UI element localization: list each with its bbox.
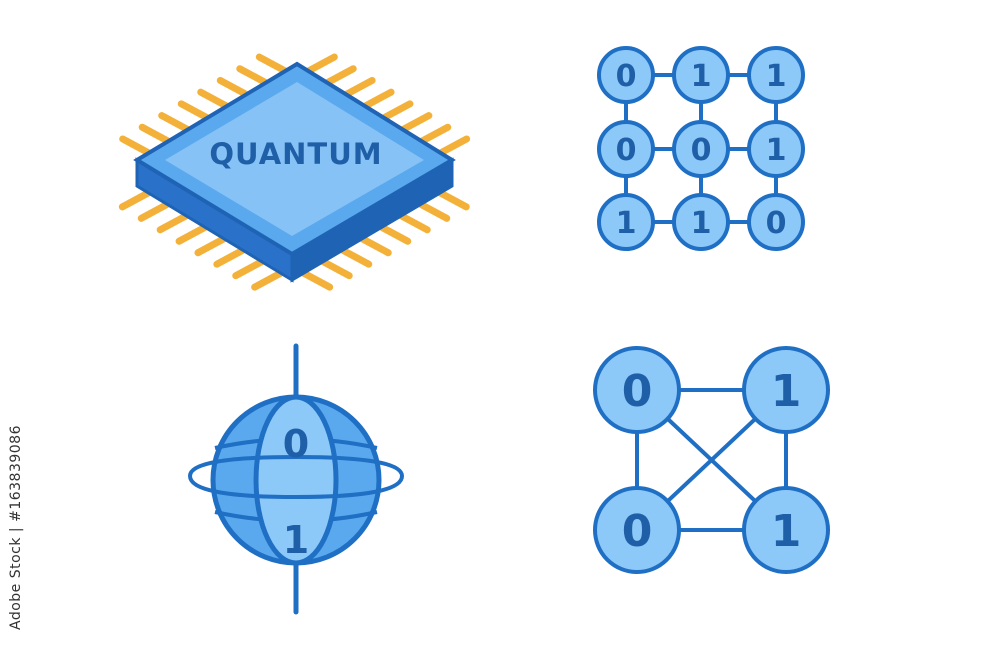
chip-pin: [397, 212, 431, 234]
chip-pin: [251, 269, 285, 291]
node-circle: [597, 193, 655, 251]
node-bit: 1: [616, 206, 637, 241]
chip-pin: [437, 135, 471, 157]
qubit-sphere-icon: 0 1: [188, 343, 404, 615]
grid-node: 1: [747, 46, 805, 104]
node-bit: 1: [771, 506, 802, 557]
node-bit: 0: [766, 206, 787, 241]
network-node: 0: [593, 486, 681, 574]
chip-pin: [358, 235, 392, 257]
node-circle: [747, 46, 805, 104]
sphere-meridian: [253, 394, 339, 566]
sphere-top-bit: 0: [283, 422, 309, 466]
network-node: 1: [742, 346, 830, 434]
grid-node: 1: [597, 193, 655, 251]
chip-pin: [399, 112, 433, 134]
chip-pins: [118, 53, 471, 291]
node-bit: 0: [691, 133, 712, 168]
grid-node: 0: [597, 120, 655, 178]
node-circle: [747, 120, 805, 178]
node-circle: [593, 346, 681, 434]
node-circle: [747, 193, 805, 251]
network-nodes: 0 1 0 1: [593, 346, 830, 574]
chip-pin: [197, 88, 231, 110]
grid-nodes: 0 1 1 0 0 1 1 1 0: [597, 46, 805, 251]
node-bit: 1: [691, 59, 712, 94]
sphere-orbit-back: [188, 454, 404, 477]
chip-pin: [137, 200, 171, 222]
chip-pin: [194, 235, 228, 257]
chip-pin: [119, 135, 153, 157]
node-bit: 1: [691, 206, 712, 241]
node-circle: [742, 346, 830, 434]
node-circle: [593, 486, 681, 574]
node-bit: 0: [616, 133, 637, 168]
chip-pin: [436, 189, 470, 211]
chip-pin: [236, 65, 270, 87]
chip-pin: [339, 246, 373, 268]
chip-pin: [304, 53, 338, 75]
chip-label: QUANTUM: [209, 137, 382, 171]
quantum-chip-icon: QUANTUM: [118, 53, 471, 291]
chip-pin: [156, 212, 190, 234]
grid-node: 0: [597, 46, 655, 104]
node-circle: [672, 193, 730, 251]
chip-pin: [158, 112, 192, 134]
node-bit: 0: [622, 506, 653, 557]
chip-pin: [216, 76, 250, 98]
node-circle: [672, 120, 730, 178]
qubit-grid-icon: 0 1 1 0 0 1 1 1 0: [597, 46, 805, 251]
stock-watermark: Adobe Stock | #163839086: [4, 330, 34, 630]
node-bit: 1: [766, 59, 787, 94]
grid-node: 0: [672, 120, 730, 178]
node-circle: [742, 486, 830, 574]
grid-node: 1: [672, 193, 730, 251]
chip-pin: [213, 246, 247, 268]
chip-pin: [138, 123, 172, 145]
node-circle: [597, 120, 655, 178]
chip-pin: [380, 100, 414, 122]
network-node: 0: [593, 346, 681, 434]
node-circle: [597, 46, 655, 104]
entanglement-network-icon: 0 1 0 1: [593, 346, 830, 574]
chip-pin: [177, 100, 211, 122]
node-bit: 0: [616, 59, 637, 94]
chip-pin: [378, 223, 412, 245]
grid-node: 0: [747, 193, 805, 251]
grid-node: 1: [672, 46, 730, 104]
grid-node: 1: [747, 120, 805, 178]
chip-pin: [255, 53, 289, 75]
node-bit: 1: [766, 133, 787, 168]
chip-pin: [361, 88, 395, 110]
chip-pin: [300, 269, 334, 291]
watermark-text: Adobe Stock | #163839086: [8, 425, 24, 630]
node-bit: 0: [622, 366, 653, 417]
chip-pin: [323, 65, 357, 87]
chip-pin: [175, 223, 209, 245]
chip-top-inner: [165, 82, 424, 236]
node-circle: [672, 46, 730, 104]
chip-pin: [319, 258, 353, 280]
chip-pin: [418, 123, 452, 145]
chip-pin: [232, 258, 266, 280]
chip-pin: [342, 76, 376, 98]
chip-pin: [118, 189, 152, 211]
chip-pin: [417, 200, 451, 222]
sphere-bottom-bit: 1: [283, 518, 309, 562]
network-node: 1: [742, 486, 830, 574]
sphere-orbit-front: [188, 475, 404, 500]
node-bit: 1: [771, 366, 802, 417]
